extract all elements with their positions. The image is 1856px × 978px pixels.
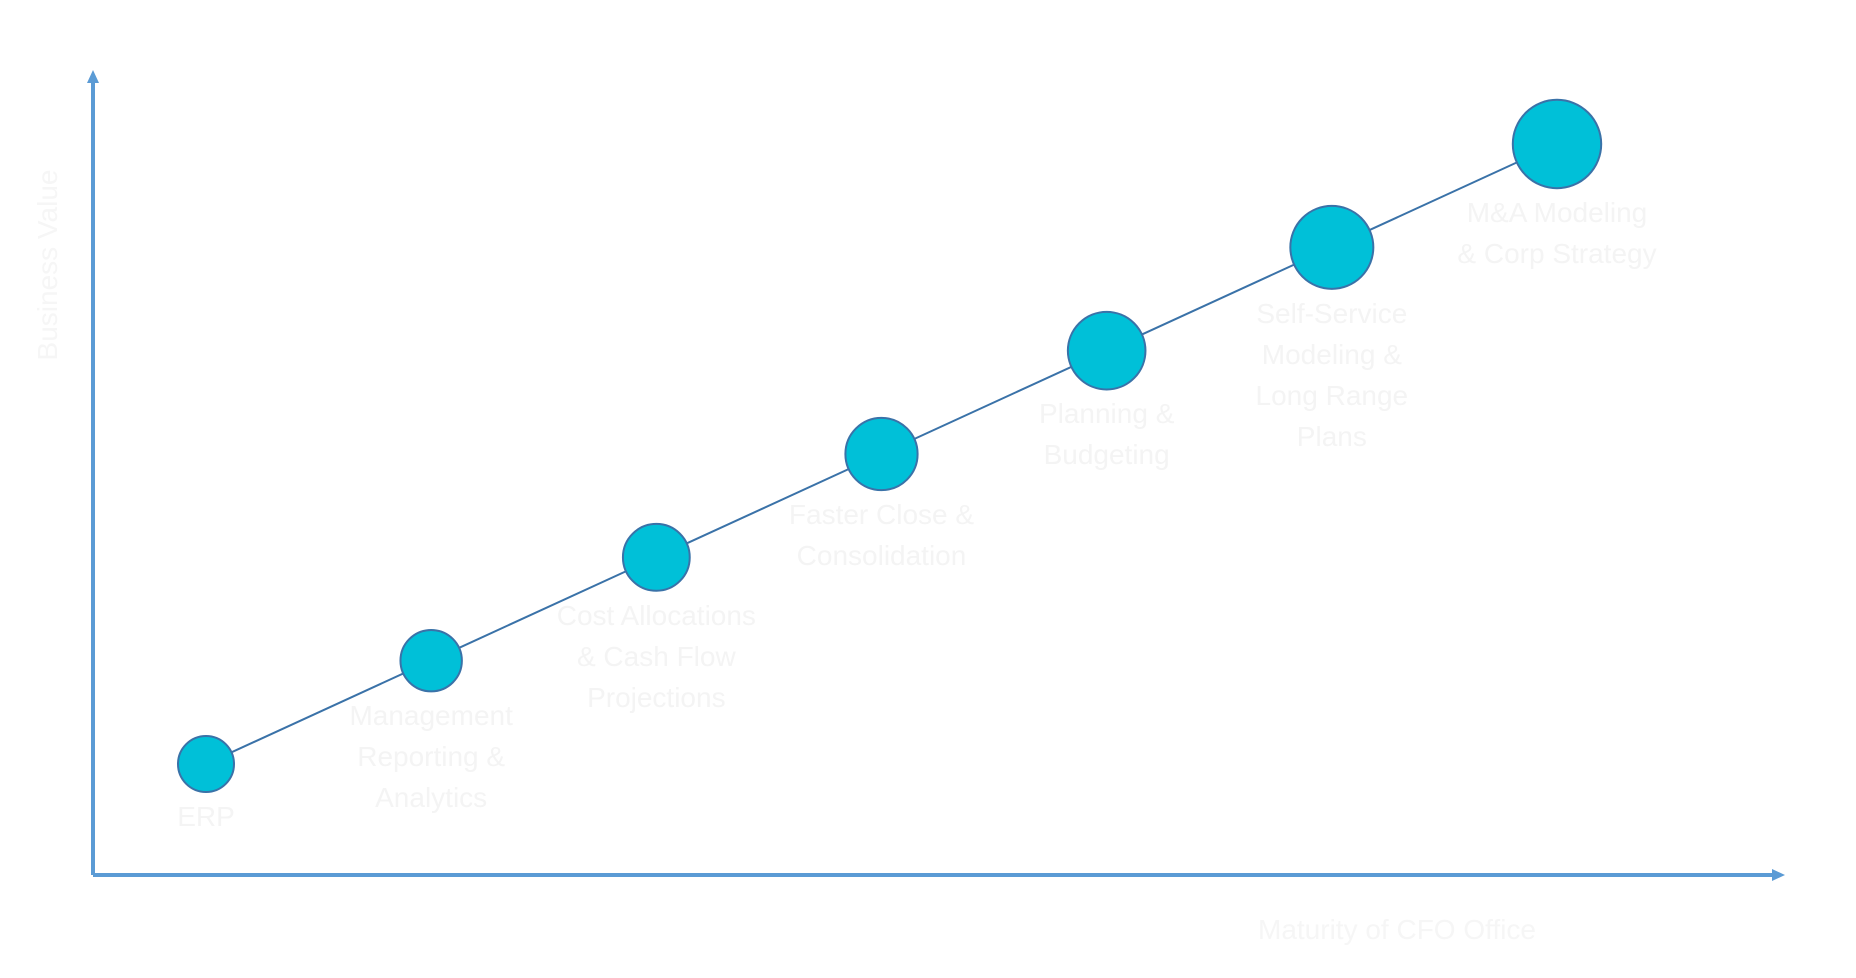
point-label: Self-Service Modeling & Long Range Plans [1255, 297, 1409, 452]
point-label: Planning & Budgeting [1038, 398, 1175, 471]
y-axis-arrow-icon [87, 70, 99, 83]
data-point [1289, 204, 1375, 290]
x-axis-title: Maturity of CFO Office [1258, 914, 1536, 945]
data-point [399, 628, 463, 693]
point-label: Management Reporting & Analytics [349, 700, 513, 814]
data-point [621, 522, 691, 592]
data-point [844, 416, 919, 492]
y-axis-title: Business Value [32, 169, 63, 361]
point-label: M&A Modeling & Corp Strategy [1457, 197, 1657, 270]
data-point [1511, 98, 1603, 190]
data-point [1066, 310, 1147, 391]
data-point [177, 735, 235, 793]
point-label: Faster Close & Consolidation [788, 499, 975, 572]
point-label: ERP [177, 801, 235, 832]
point-label: Cost Allocations & Cash Flow Projections [556, 599, 756, 713]
x-axis-arrow-icon [1772, 869, 1785, 881]
